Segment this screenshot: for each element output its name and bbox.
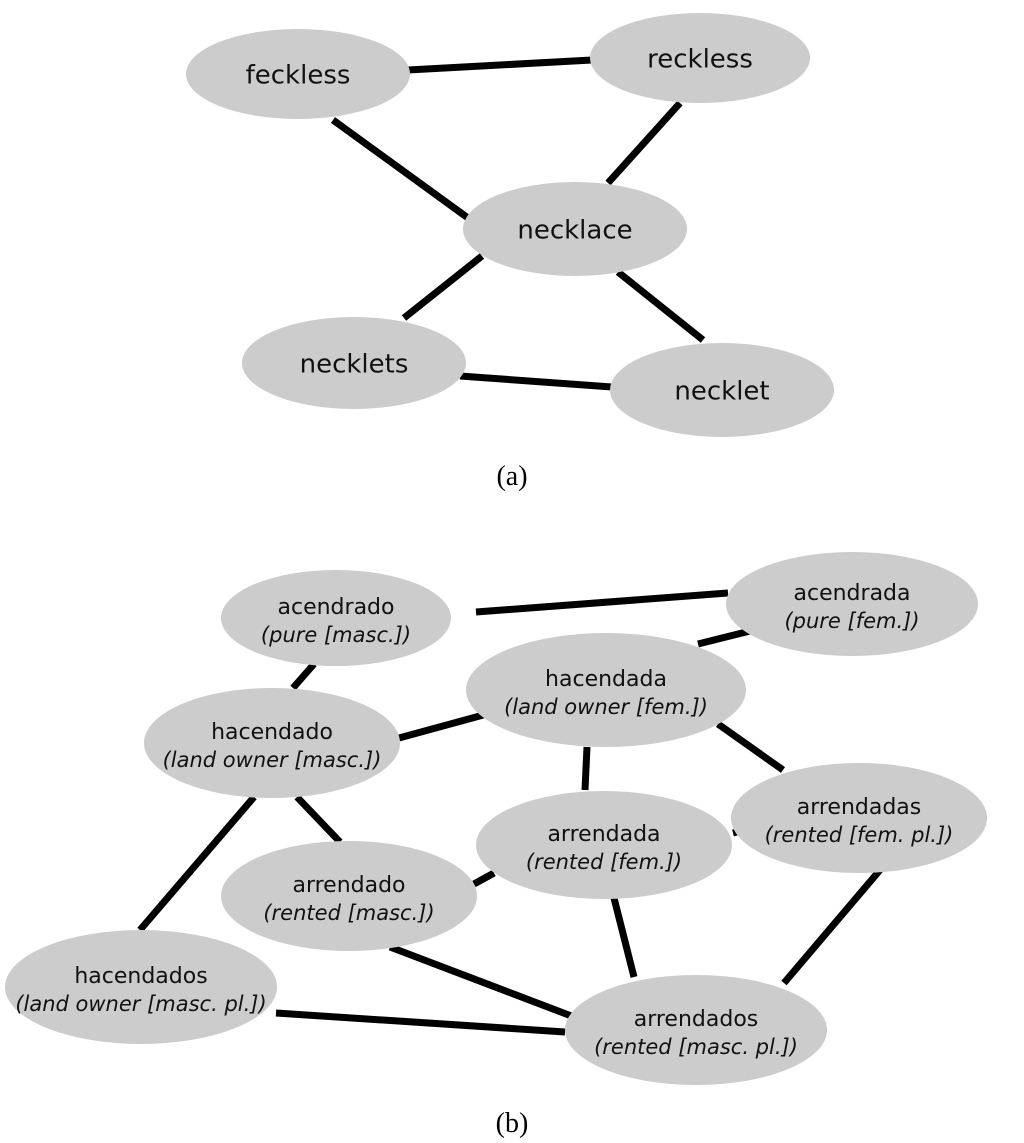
edge-acendrado-acendrada — [475, 589, 729, 616]
node-gloss: (pure [fem.]) — [784, 609, 919, 633]
node-arrendado: arrendado (rented [masc.]) — [221, 841, 477, 951]
edge-arrendada-arrendado — [472, 869, 496, 888]
edge-necklace-necklets — [401, 253, 485, 321]
node-reckless: reckless — [590, 13, 810, 103]
node-ellipse — [731, 763, 987, 873]
edge-feckless-necklace — [330, 117, 471, 221]
node-ellipse — [186, 29, 410, 119]
edge-acendrada-hacendada — [697, 627, 751, 648]
edge-necklace-necklet — [615, 269, 706, 343]
edge-arrendada-arrendados — [610, 897, 638, 978]
node-ellipse — [610, 343, 834, 437]
panel-a: fecklessrecklessnecklaceneckletsnecklet … — [186, 13, 834, 492]
node-feckless: feckless — [186, 29, 410, 119]
node-word: feckless — [246, 60, 351, 90]
node-arrendadas: arrendadas (rented [fem. pl.]) — [731, 763, 987, 873]
node-word: necklace — [517, 215, 632, 245]
node-word: arrendados — [634, 1007, 759, 1032]
edge-hacendada-arrendadas — [715, 721, 786, 773]
node-word: necklets — [300, 349, 409, 379]
node-ellipse — [463, 182, 687, 276]
node-hacendados: hacendados (land owner [masc. pl.]) — [5, 930, 277, 1044]
panel-a-caption: (a) — [496, 461, 527, 492]
edge-arrendadas-arrendados — [781, 867, 883, 986]
node-word: arrendada — [547, 822, 660, 847]
node-arrendados: arrendados (rented [masc. pl.]) — [565, 975, 827, 1085]
node-ellipse — [221, 570, 451, 666]
node-word: hacendada — [545, 667, 667, 692]
node-ellipse — [726, 552, 978, 656]
node-ellipse — [221, 841, 477, 951]
edge-arrendado-arrendados — [388, 943, 576, 1021]
node-ellipse — [466, 633, 746, 747]
node-ellipse — [5, 930, 277, 1044]
node-gloss: (rented [masc.]) — [263, 901, 434, 925]
edge-reckless-necklace — [605, 100, 683, 186]
node-gloss: (pure [masc.]) — [261, 623, 411, 647]
node-acendrado: acendrado (pure [masc.]) — [221, 570, 451, 666]
node-ellipse — [144, 688, 400, 798]
edge-hacendado-hacendada — [398, 710, 488, 742]
node-word: arrendadas — [797, 795, 922, 820]
panel-b: acendrado (pure [masc.]) acendrada (pure [f… — [5, 552, 987, 1139]
node-word: hacendado — [211, 720, 333, 745]
node-ellipse — [242, 317, 466, 409]
panel-b-caption: (b) — [496, 1108, 529, 1139]
node-necklets: necklets — [242, 317, 466, 409]
node-ellipse — [476, 791, 732, 899]
node-necklet: necklet — [610, 343, 834, 437]
node-ellipse — [590, 13, 810, 103]
edge-hacendado-hacendados — [137, 794, 257, 933]
node-gloss: (land owner [masc. pl.]) — [15, 992, 266, 1016]
node-hacendada: hacendada (land owner [fem.]) — [466, 633, 746, 747]
panel-a-nodes: feckless reckless necklace necklets necklet — [186, 13, 834, 437]
edge-acendrado-hacendado — [290, 661, 317, 691]
edge-hacendada-arrendada — [581, 746, 591, 791]
node-word: reckless — [647, 44, 753, 74]
node-word: necklet — [674, 376, 769, 406]
node-acendrada: acendrada (pure [fem.]) — [726, 552, 978, 656]
node-arrendada: arrendada (rented [fem.]) — [476, 791, 732, 899]
edge-necklets-necklet — [459, 372, 613, 391]
node-gloss: (rented [fem.]) — [526, 850, 682, 874]
node-necklace: necklace — [463, 182, 687, 276]
node-ellipse — [565, 975, 827, 1085]
node-gloss: (rented [masc. pl.]) — [594, 1035, 798, 1059]
node-word: acendrado — [278, 595, 395, 620]
panel-b-nodes: acendrado (pure [masc.]) acendrada (pure [f… — [5, 552, 987, 1085]
node-word: hacendados — [74, 964, 207, 989]
node-gloss: (land owner [fem.]) — [504, 695, 708, 719]
node-gloss: (rented [fem. pl.]) — [765, 823, 954, 847]
node-word: acendrada — [794, 581, 911, 606]
edge-feckless-reckless — [407, 56, 593, 74]
node-hacendado: hacendado (land owner [masc.]) — [144, 688, 400, 798]
node-gloss: (land owner [masc.]) — [163, 748, 382, 772]
node-word: arrendado — [292, 873, 405, 898]
panel-a-edges — [330, 56, 706, 391]
edge-hacendado-arrendado — [294, 794, 343, 845]
edge-hacendados-arrendados — [275, 1009, 566, 1036]
